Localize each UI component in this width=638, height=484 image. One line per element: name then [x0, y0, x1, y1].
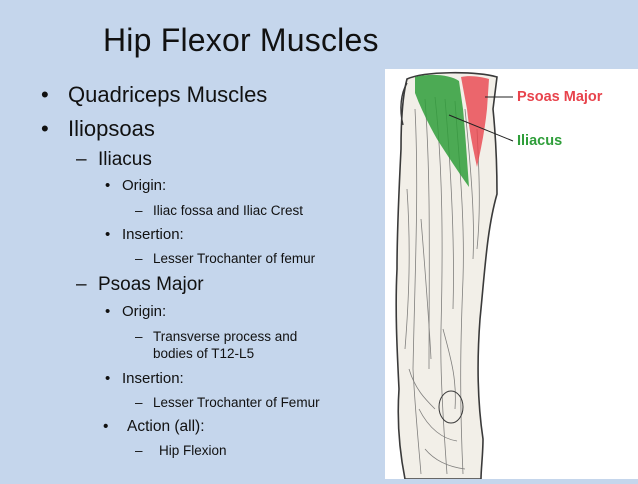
bullet: • — [105, 303, 111, 320]
list-item-quadriceps: • Quadriceps Muscles — [41, 82, 267, 108]
item-text: Psoas Major — [98, 274, 204, 295]
list-item-iliacus-insertion: –Lesser Trochanter of femur — [135, 250, 315, 267]
item-text: Insertion: — [122, 370, 184, 387]
item-text: bodies of T12-L5 — [153, 346, 255, 361]
bullet: • — [41, 116, 49, 141]
list-item-iliacus-origin-label: • Origin: — [105, 177, 166, 194]
item-text: Iliacus — [98, 149, 152, 170]
iliacus-label: Iliacus — [517, 133, 563, 149]
list-item-iliacus-insertion-label: • Insertion: — [105, 226, 184, 243]
list-item-psoas-origin-cont: bodies of T12-L5 — [153, 345, 254, 362]
dash: – — [135, 395, 143, 410]
item-text: Lesser Trochanter of femur — [153, 251, 316, 266]
list-item-psoas: –Psoas Major — [76, 274, 204, 296]
list-item-psoas-insertion-label: • Insertion: — [105, 370, 184, 387]
item-text: Origin: — [122, 303, 167, 320]
list-item-psoas-origin-label: • Origin: — [105, 303, 166, 320]
list-item-action-label: • Action (all): — [103, 418, 205, 436]
item-text: Origin: — [122, 177, 167, 194]
dash: – — [135, 329, 143, 344]
list-item-psoas-origin: –Transverse process and — [135, 328, 297, 345]
bullet: • — [105, 177, 111, 194]
bullet: • — [41, 82, 49, 107]
dash: – — [135, 203, 143, 218]
dash: – — [76, 149, 87, 170]
item-text: Insertion: — [122, 226, 184, 243]
list-item-psoas-insertion: –Lesser Trochanter of Femur — [135, 394, 320, 411]
list-item-iliopsoas: • Iliopsoas — [41, 116, 155, 142]
item-text: Iliac fossa and Iliac Crest — [153, 203, 304, 218]
item-text: Lesser Trochanter of Femur — [153, 395, 320, 410]
dash: – — [135, 251, 143, 266]
list-item-action: – Hip Flexion — [135, 442, 227, 459]
bullet: • — [105, 370, 111, 387]
thigh-muscles-drawing — [395, 71, 514, 480]
slide-title: Hip Flexor Muscles — [103, 22, 379, 58]
dash: – — [76, 274, 87, 295]
item-text: Hip Flexion — [159, 443, 227, 458]
item-text: Transverse process and — [153, 329, 298, 344]
bullet: • — [105, 226, 111, 243]
list-item-iliacus: –Iliacus — [76, 149, 152, 171]
list-item-iliacus-origin: –Iliac fossa and Iliac Crest — [135, 202, 303, 219]
bullet: • — [103, 418, 109, 435]
item-text: Iliopsoas — [68, 116, 155, 141]
psoas-major-label: Psoas Major — [517, 89, 603, 105]
item-text: Quadriceps Muscles — [68, 82, 268, 107]
item-text: Action (all): — [127, 418, 205, 435]
thigh-anatomy-illustration: Psoas Major Iliacus — [385, 69, 638, 480]
dash: – — [135, 443, 143, 458]
